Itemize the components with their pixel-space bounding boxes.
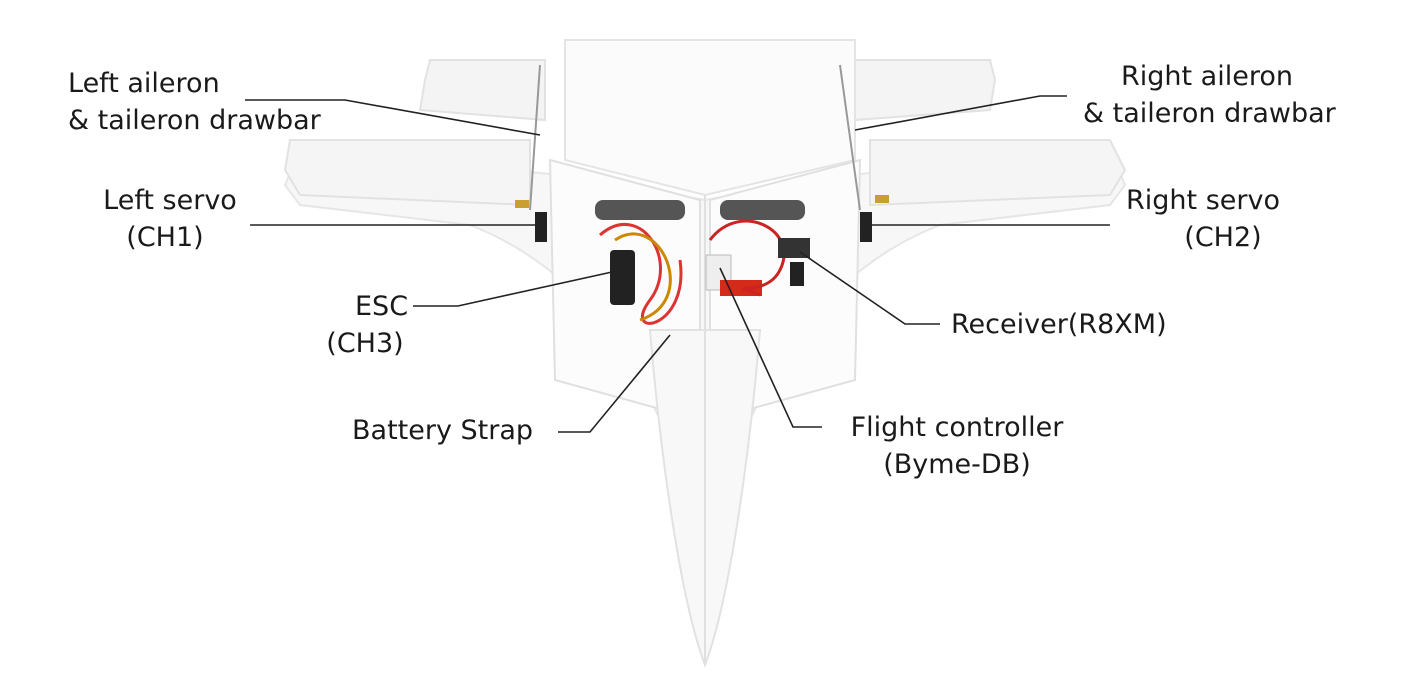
label-right-servo: Right servo (CH2)	[1126, 185, 1280, 253]
leader-left-aileron	[245, 99, 541, 136]
leader-right-aileron	[854, 95, 1067, 131]
label-flight-controller: Flight controller (Byme-DB)	[850, 412, 1064, 480]
label-left-servo: Left servo (CH1)	[103, 185, 237, 253]
leader-battery-strap	[558, 334, 671, 433]
leader-flight-controller	[719, 267, 822, 428]
left-stabilizer	[283, 139, 531, 207]
label-left-aileron: Left aileron & taileron drawbar	[68, 68, 321, 136]
label-right-aileron: Right aileron & taileron drawbar	[1083, 61, 1336, 129]
label-battery-strap: Battery Strap	[352, 415, 534, 446]
right-tail	[854, 59, 997, 122]
leader-esc	[413, 271, 613, 307]
flight-controller-board	[705, 254, 732, 291]
right-stabilizer	[869, 139, 1127, 207]
left-tail	[418, 59, 546, 122]
label-receiver: Receiver(R8XM)	[951, 309, 1167, 340]
leader-receiver	[799, 251, 940, 325]
esc-module	[610, 250, 635, 305]
label-esc: ESC (CH3)	[326, 291, 409, 359]
fuselage-top	[564, 39, 856, 197]
